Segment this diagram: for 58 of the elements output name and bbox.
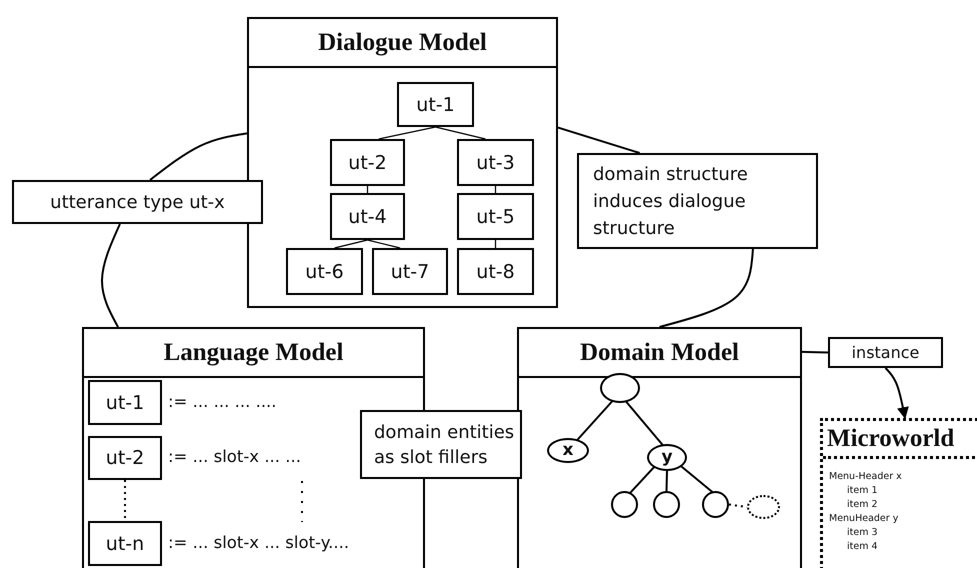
- utterance-type-box: ut-2: [88, 436, 162, 480]
- tree-node: y: [647, 444, 687, 471]
- connector-line: [576, 400, 613, 441]
- tree-node: x: [547, 438, 589, 463]
- connector-line: [625, 400, 664, 446]
- menu-entry: item 1: [847, 485, 878, 496]
- connector-line: [101, 224, 121, 328]
- note-box: utterance type ut-x: [12, 180, 263, 224]
- connector-line: [666, 470, 668, 492]
- production-rule: := ... slot-x ... slot-y....: [168, 532, 350, 552]
- panel-title: Language Model: [84, 329, 423, 378]
- connector-line: [378, 126, 436, 140]
- note-text: domain structure induces dialogue structure: [593, 163, 749, 241]
- utterance-type-box: ut-1: [88, 380, 162, 425]
- connector-line: [367, 239, 400, 249]
- circle-node: [653, 491, 680, 518]
- utterance-type-box: ut-8: [457, 248, 534, 295]
- connector-line: [366, 186, 368, 193]
- connector-line: [629, 466, 655, 494]
- connector-line: [494, 186, 496, 193]
- utterance-type-box: ut-7: [372, 248, 448, 295]
- menu-entry: item 2: [847, 499, 878, 510]
- connector-line: [494, 240, 496, 248]
- ellipse-node: [600, 373, 640, 403]
- utterance-type-box: ut-4: [330, 193, 405, 240]
- connector-line: [124, 480, 126, 521]
- note-text: domain entities as slot fillers: [374, 421, 516, 470]
- menu-entry: item 4: [847, 541, 878, 552]
- connector-line: [680, 465, 714, 494]
- note-box: [577, 153, 818, 249]
- arrow: [884, 367, 909, 420]
- utterance-type-box: ut-n: [88, 521, 162, 566]
- microworld-panel: [820, 418, 977, 568]
- connector-line: [659, 248, 754, 328]
- model-panel: [247, 17, 558, 308]
- connector-line: [802, 350, 828, 354]
- utterance-type-box: ut-5: [457, 193, 534, 240]
- utterance-type-box: ut-3: [457, 139, 534, 186]
- connector-line: [728, 504, 748, 508]
- connector-line: [558, 126, 640, 154]
- note-box: [360, 410, 522, 479]
- utterance-type-box: ut-2: [330, 139, 405, 186]
- circle-node: [702, 491, 729, 518]
- menu-entry: MenuHeader y: [829, 513, 898, 524]
- production-rule: := ... slot-x ... ...: [168, 447, 302, 466]
- panel-title: Microworld: [823, 421, 977, 459]
- circle-node: [611, 491, 638, 518]
- ellipse-node: [747, 495, 780, 519]
- model-panel: [517, 327, 802, 568]
- menu-entry: item 3: [847, 527, 878, 538]
- utterance-type-box: ut-6: [286, 248, 363, 295]
- utterance-type-box: ut-1: [397, 82, 474, 127]
- panel-title: Dialogue Model: [249, 19, 556, 68]
- connector-line: [149, 132, 248, 181]
- connector-line: [334, 239, 368, 249]
- menu-entry: Menu-Header x: [829, 471, 902, 482]
- production-rule: := ... ... ... ....: [168, 392, 277, 410]
- note-box: instance: [828, 337, 943, 368]
